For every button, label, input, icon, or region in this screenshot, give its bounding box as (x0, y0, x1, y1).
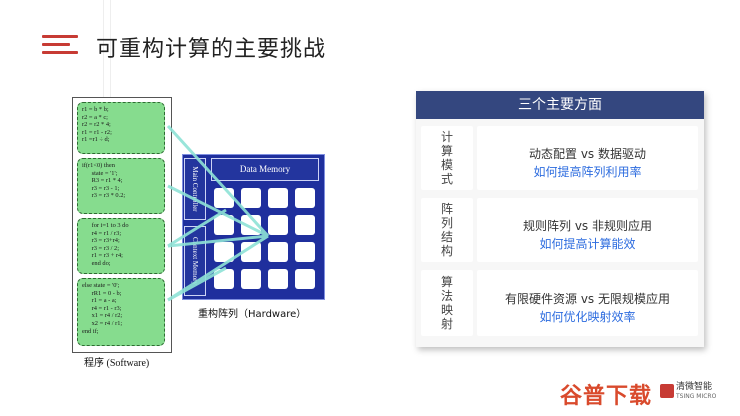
pe-cell (295, 242, 315, 262)
row-body-array-structure: 规则阵列 vs 非规则应用 如何提高计算能效 (477, 198, 698, 262)
row-line-primary: 规则阵列 vs 非规则应用 (523, 219, 652, 233)
decor-line (110, 0, 111, 120)
main-controller-label: Main Controller (191, 166, 199, 212)
pe-cell (214, 188, 234, 208)
code-block-4: else state = '0'; rR1 = 0 - b; r1 = a - … (77, 278, 165, 346)
pe-cell (214, 269, 234, 289)
code-block-2: if(r1<0) then state = '1'; R3 = r1 * 4; … (77, 158, 165, 214)
pe-cell (295, 215, 315, 235)
code-block-1: r1 = b * b; r2 = a * c; r2 = r2 * 4; r1 … (77, 102, 165, 154)
data-memory-box: Data Memory (211, 158, 319, 181)
panel-header: 三个主要方面 (416, 91, 704, 119)
pe-cell (268, 269, 288, 289)
pe-cell (241, 242, 261, 262)
context-memory-label: Context Memory (191, 236, 199, 286)
row-line-secondary: 如何优化映射效率 (539, 310, 636, 324)
row-head-algorithm-mapping: 算法映射 (421, 270, 473, 336)
row-head-array-structure: 阵列结构 (421, 198, 473, 262)
pe-cell (241, 215, 261, 235)
brand-name-en: TSING MICRO (676, 393, 717, 400)
pe-cell (241, 188, 261, 208)
decor-line (103, 0, 104, 120)
row-head-label: 计算模式 (440, 130, 453, 186)
pe-cell (268, 188, 288, 208)
pe-grid (211, 185, 319, 295)
software-panel: r1 = b * b; r2 = a * c; r2 = r2 * 4; r1 … (72, 97, 172, 353)
page-title: 可重构计算的主要挑战 (96, 37, 327, 62)
brand-logo-icon (660, 384, 674, 398)
software-label: 程序 (Software) (84, 358, 150, 369)
code-block-3: for i=1 to 3 do r4 = r1 / r3; r3 = r3+r4… (77, 218, 165, 274)
row-head-label: 算法映射 (440, 275, 453, 331)
row-body-algorithm-mapping: 有限硬件资源 vs 无限规模应用 如何优化映射效率 (477, 270, 698, 336)
row-head-compute-mode: 计算模式 (421, 126, 473, 190)
row-line-primary: 动态配置 vs 数据驱动 (529, 147, 646, 161)
pe-cell (295, 188, 315, 208)
brand-name-cn: 清微智能 (676, 382, 713, 392)
pe-cell (214, 215, 234, 235)
pe-cell (268, 242, 288, 262)
title-menu-icon (42, 35, 78, 59)
row-body-compute-mode: 动态配置 vs 数据驱动 如何提高阵列利用率 (477, 126, 698, 190)
context-memory-box: Context Memory (184, 226, 206, 296)
pe-cell (295, 269, 315, 289)
row-line-secondary: 如何提高阵列利用率 (533, 165, 642, 179)
pe-cell (241, 269, 261, 289)
hardware-label: 重构阵列（Hardware） (198, 309, 307, 320)
main-controller-box: Main Controller (184, 158, 206, 220)
watermark-logo: 谷普下载 (560, 384, 653, 409)
brand-name: 清微智能 TSING MICRO (676, 382, 716, 402)
row-head-label: 阵列结构 (440, 202, 453, 258)
pe-cell (214, 242, 234, 262)
row-line-primary: 有限硬件资源 vs 无限规模应用 (505, 292, 670, 306)
row-line-secondary: 如何提高计算能效 (539, 237, 636, 251)
pe-cell (268, 215, 288, 235)
